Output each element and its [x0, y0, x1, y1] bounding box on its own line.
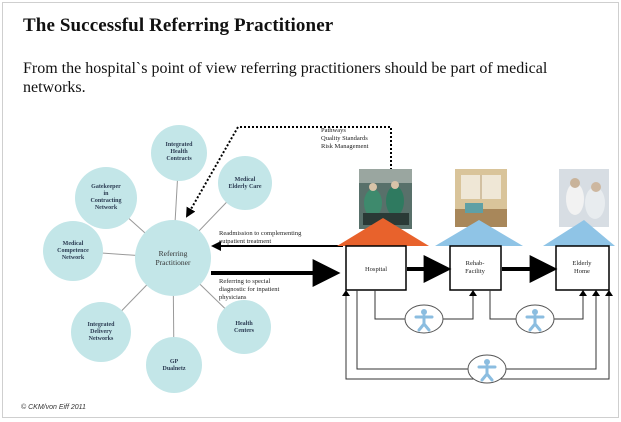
- elderly-photo: [559, 169, 609, 227]
- copyright-footer: © CKM/von Eiff 2011: [21, 404, 86, 411]
- rehab-photo: [455, 169, 507, 227]
- slide: The Successful Referring Practitioner Fr…: [2, 2, 619, 418]
- rehab-roof: [435, 220, 523, 246]
- slide-title: The Successful Referring Practitioner: [23, 15, 334, 36]
- hospital-roof: [337, 218, 429, 246]
- svg-text:Hospital: Hospital: [365, 266, 387, 273]
- hospital-box: Hospital: [345, 245, 407, 291]
- person-icon: [404, 304, 444, 334]
- slide-subtitle: From the hospital`s point of view referr…: [23, 60, 548, 96]
- person-icon: [467, 354, 507, 384]
- rehab-box: Rehab-Facility: [449, 245, 502, 291]
- svg-text:Rehab-Facility: Rehab-Facility: [465, 260, 486, 275]
- elderly-roof: [543, 220, 615, 246]
- person-icon: [515, 304, 555, 334]
- hospital-photo: [359, 169, 412, 229]
- pathways-dotted-arrow: [186, 126, 392, 218]
- feedback-arrowheads: [342, 290, 613, 296]
